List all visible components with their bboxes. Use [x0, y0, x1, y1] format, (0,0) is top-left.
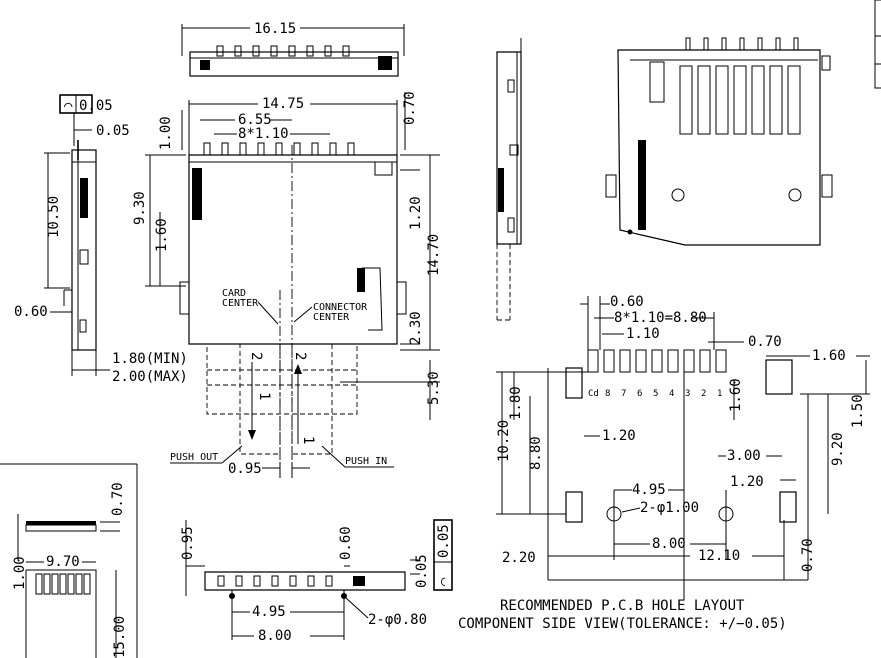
card-outline-dashed	[206, 343, 358, 455]
main-view-pins	[203, 142, 355, 156]
pcb-dim-120-left: 1.20	[602, 428, 636, 444]
front-thick-max: 2.00(MAX)	[112, 369, 188, 385]
top-view-pins	[216, 45, 350, 57]
card-center-1: CARD	[222, 288, 246, 299]
front-offset-dim: 0.05	[96, 123, 130, 139]
flatness-box-bottom	[433, 519, 453, 591]
pcb-pin-label: 6	[637, 389, 642, 399]
pcb-pin-label: 5	[653, 389, 658, 399]
card-dim-1500: 15.00	[112, 616, 128, 658]
iso-contacts	[679, 65, 801, 135]
main-dim-070: 0.70	[402, 91, 418, 125]
main-dim-120: 1.20	[408, 196, 424, 230]
pcb-pin-label: 4	[669, 389, 674, 399]
main-dim-530: 5.30	[426, 371, 442, 405]
card-dim-970: 9.70	[46, 554, 80, 570]
flatness-value-bottom: 0.05	[436, 524, 452, 558]
pcb-hole-dia: 2-φ1.00	[640, 500, 699, 516]
front-view: ⌒ 0.05 0.05 10.50 0.60 1.80(MIN) 2.00(MA…	[14, 94, 188, 385]
pcb-pin-labels: Cd 8 7 6 5 4 3 2 1	[588, 389, 722, 399]
pcb-pin-label: 2	[701, 389, 706, 399]
pcb-dim-495: 4.95	[632, 482, 666, 498]
conn-center-1: CONNECTOR	[313, 302, 368, 313]
pcb-pin-label: 8	[605, 389, 610, 399]
pcb-pitch-total: 8*1.10=8.80	[614, 310, 707, 326]
bottom-hole-dia: 2-φ0.80	[368, 612, 427, 628]
card-num-1a: 1	[256, 392, 272, 400]
card-view: 0.70 1.00 9.70 15.00	[0, 463, 138, 658]
bottom-view: 0.95 0.60 0.05 ⌒ 0.05 4.95 2-φ0.80	[180, 519, 453, 644]
pcb-dim-070: 0.70	[748, 334, 782, 350]
pcb-caption-1: RECOMMENDED P.C.B HOLE LAYOUT	[500, 598, 745, 614]
pcb-pin-label: 3	[685, 389, 690, 399]
main-dim-1470: 14.70	[426, 234, 442, 276]
pcb-dim-300: 3.00	[727, 448, 761, 464]
pcb-dim-920: 9.20	[830, 432, 846, 466]
main-dim-100: 1.00	[158, 116, 174, 150]
bottom-view-pins	[217, 575, 333, 587]
card-contacts	[35, 573, 91, 595]
pcb-dim-220: 2.20	[502, 550, 536, 566]
pcb-dim-180: 1.80	[508, 386, 524, 420]
main-dim-230: 2.30	[408, 311, 424, 345]
front-thick-min: 1.80(MIN)	[112, 351, 188, 367]
conn-center-2: CENTER	[313, 312, 350, 323]
front-height-dim: 10.50	[46, 196, 62, 238]
top-width-dim: 16.15	[254, 21, 296, 37]
pcb-dim-800: 8.00	[652, 536, 686, 552]
title-block-edge	[874, 0, 881, 89]
main-plan-view: 14.75 6.55 8*1.10 1.00 0.70	[132, 91, 442, 478]
card-dim-100: 1.00	[12, 556, 28, 590]
card-center-2: CENTER	[222, 298, 259, 309]
bottom-dim-495: 4.95	[252, 604, 286, 620]
bottom-dim-800: 8.00	[258, 628, 292, 644]
side-view	[496, 38, 522, 321]
flatness-symbol-left: ⌒	[64, 98, 73, 114]
pcb-dim-070-bottom: 0.70	[800, 538, 816, 572]
iso-pins	[685, 37, 799, 51]
pcb-dim-160-right: 1.60	[812, 348, 846, 364]
main-dim-930: 9.30	[132, 191, 148, 225]
pcb-dim-880: 8.80	[528, 436, 544, 470]
bottom-dim-060: 0.60	[338, 526, 354, 560]
pcb-dim-160-mid: 1.60	[728, 378, 744, 412]
pcb-dim-110: 1.10	[626, 326, 660, 342]
card-num-2b: 2	[292, 352, 308, 360]
pcb-layout: 0.60 8*1.10=8.80 1.10 0.70 1.60 Cd 8 7 6	[458, 294, 870, 632]
pcb-caption-2: COMPONENT SIDE VIEW(TOLERANCE: +/−0.05)	[458, 616, 787, 632]
pcb-dim-1020: 10.20	[496, 420, 512, 462]
isometric-view	[605, 37, 833, 246]
pcb-pin-label: 7	[621, 389, 626, 399]
front-offset-060: 0.60	[14, 304, 48, 320]
main-pitch: 8*1.10	[238, 126, 289, 142]
pcb-dim-1210: 12.10	[698, 548, 740, 564]
push-in-label: PUSH IN	[345, 456, 387, 467]
main-dim-095: 0.95	[228, 461, 262, 477]
pcb-pin-label: Cd	[588, 389, 599, 399]
pcb-pin-label: 1	[717, 389, 722, 399]
bottom-dim-005: 0.05	[414, 554, 430, 588]
pcb-pads	[587, 349, 727, 373]
main-dim-655: 6.55	[238, 112, 272, 128]
main-dim-160: 1.60	[154, 218, 170, 252]
pcb-dim-150: 1.50	[850, 394, 866, 428]
pcb-dim-120-right: 1.20	[730, 474, 764, 490]
top-view: 16.15	[181, 21, 405, 77]
pcb-dim-060: 0.60	[610, 294, 644, 310]
card-num-2a: 2	[248, 352, 264, 360]
flatness-value-left: 0.05	[79, 98, 113, 114]
push-out-label: PUSH OUT	[170, 452, 218, 463]
main-width-dim: 14.75	[262, 96, 304, 112]
bottom-dim-095: 0.95	[180, 526, 196, 560]
card-dim-070: 0.70	[110, 482, 126, 516]
flatness-symbol-bottom: ⌒	[436, 577, 452, 586]
card-num-1b: 1	[300, 436, 316, 444]
